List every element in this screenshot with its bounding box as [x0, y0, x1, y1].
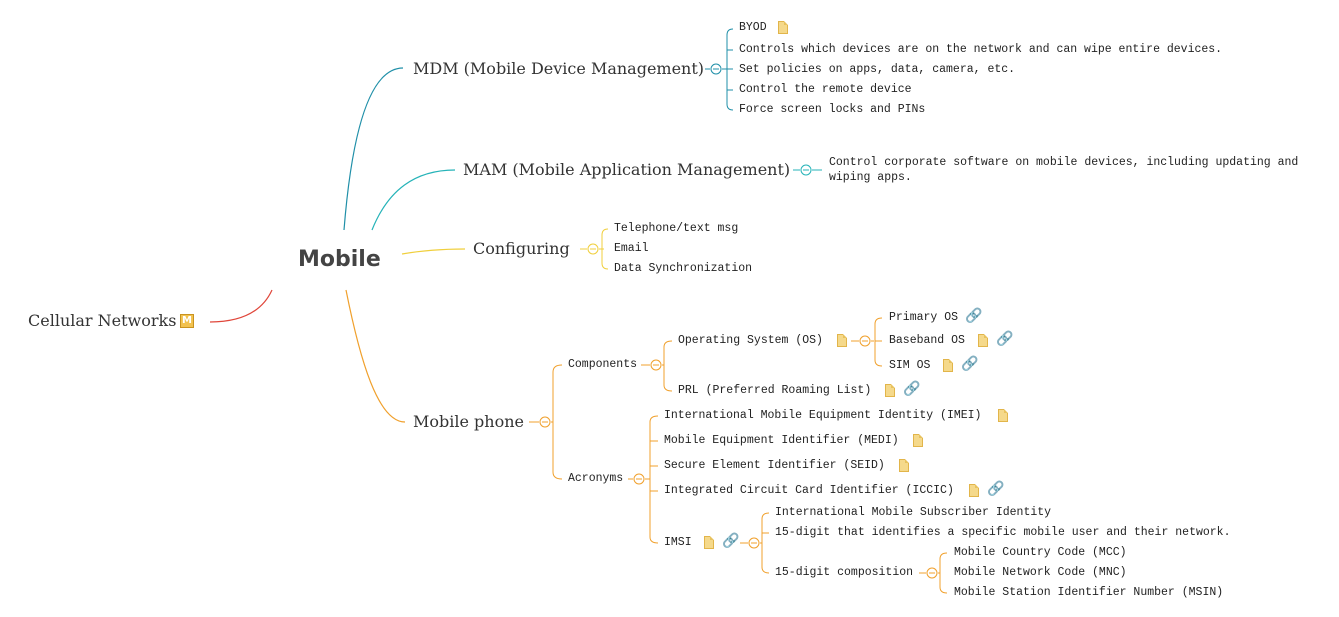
- root-node-mobile[interactable]: Mobile: [298, 247, 381, 272]
- node-mdm[interactable]: MDM (Mobile Device Management): [413, 59, 705, 78]
- acronym-seid[interactable]: Secure Element Identifier (SEID): [664, 459, 885, 472]
- mdm-bracket: [705, 28, 734, 111]
- link-mdm: [343, 67, 404, 231]
- hyperlink-icon[interactable]: 🔗: [996, 331, 1014, 347]
- os-item-baseband[interactable]: Baseband OS: [889, 334, 965, 347]
- acronym-imei[interactable]: International Mobile Equipment Identity …: [664, 409, 982, 422]
- acronym-medi[interactable]: Mobile Equipment Identifier (MEDI): [664, 434, 899, 447]
- node-prl[interactable]: PRL (Preferred Roaming List): [678, 384, 872, 397]
- acronym-iccic[interactable]: Integrated Circuit Card Identifier (ICCI…: [664, 484, 954, 497]
- note-icon: [998, 409, 1008, 422]
- imsi-name[interactable]: International Mobile Subscriber Identity: [775, 506, 1052, 519]
- node-cellular-networks[interactable]: Cellular Networks: [28, 311, 177, 330]
- note-icon: [885, 384, 895, 397]
- note-icon: [704, 536, 714, 549]
- mam-description-line1[interactable]: Control corporate software on mobile dev…: [829, 156, 1299, 169]
- node-mobile-phone[interactable]: Mobile phone: [413, 412, 524, 431]
- link-mam: [371, 169, 456, 231]
- composition-item-mnc[interactable]: Mobile Network Code (MNC): [954, 566, 1127, 579]
- hyperlink-icon[interactable]: 🔗: [903, 381, 921, 397]
- os-item-sim[interactable]: SIM OS: [889, 359, 931, 372]
- node-operating-system[interactable]: Operating System (OS): [678, 334, 823, 347]
- mdm-item[interactable]: Force screen locks and PINs: [739, 103, 926, 116]
- node-components[interactable]: Components: [568, 358, 638, 371]
- mobile-phone-bracket: [529, 317, 948, 594]
- mdm-item-byod[interactable]: BYOD: [739, 21, 767, 34]
- node-acronyms[interactable]: Acronyms: [568, 472, 624, 485]
- link-configuring: [401, 248, 466, 255]
- configuring-item[interactable]: Data Synchronization: [614, 262, 753, 275]
- note-icon: [899, 459, 909, 472]
- hyperlink-icon[interactable]: 🔗: [987, 481, 1005, 497]
- configuring-item[interactable]: Telephone/text msg: [614, 222, 739, 235]
- mdm-item[interactable]: Set policies on apps, data, camera, etc.: [739, 63, 1016, 76]
- os-item-primary[interactable]: Primary OS: [889, 311, 959, 324]
- imsi-composition[interactable]: 15-digit composition: [775, 566, 914, 579]
- link-mobile-phone: [345, 289, 406, 423]
- note-icon: [778, 21, 788, 34]
- imsi-description[interactable]: 15-digit that identifies a specific mobi…: [775, 526, 1231, 539]
- composition-item-msin[interactable]: Mobile Station Identifier Number (MSIN): [954, 586, 1224, 599]
- acronym-imsi[interactable]: IMSI: [664, 536, 692, 549]
- node-configuring[interactable]: Configuring: [473, 239, 570, 258]
- configuring-item[interactable]: Email: [614, 242, 649, 255]
- node-mam[interactable]: MAM (Mobile Application Management): [463, 160, 791, 179]
- link-cellular: [209, 289, 273, 323]
- note-icon: [943, 359, 953, 372]
- mindmap-marker-icon: M: [180, 314, 194, 328]
- hyperlink-icon[interactable]: 🔗: [961, 356, 979, 372]
- hyperlink-icon[interactable]: 🔗: [965, 308, 983, 324]
- mam-description-line2[interactable]: wiping apps.: [829, 171, 912, 184]
- hyperlink-icon[interactable]: 🔗: [722, 533, 740, 549]
- mdm-item[interactable]: Control the remote device: [739, 83, 912, 96]
- note-icon: [969, 484, 979, 497]
- mdm-item[interactable]: Controls which devices are on the networ…: [739, 43, 1223, 56]
- note-icon: [837, 334, 847, 347]
- composition-item-mcc[interactable]: Mobile Country Code (MCC): [954, 546, 1127, 559]
- configuring-bracket: [580, 228, 609, 270]
- note-icon: [978, 334, 988, 347]
- note-icon: [913, 434, 923, 447]
